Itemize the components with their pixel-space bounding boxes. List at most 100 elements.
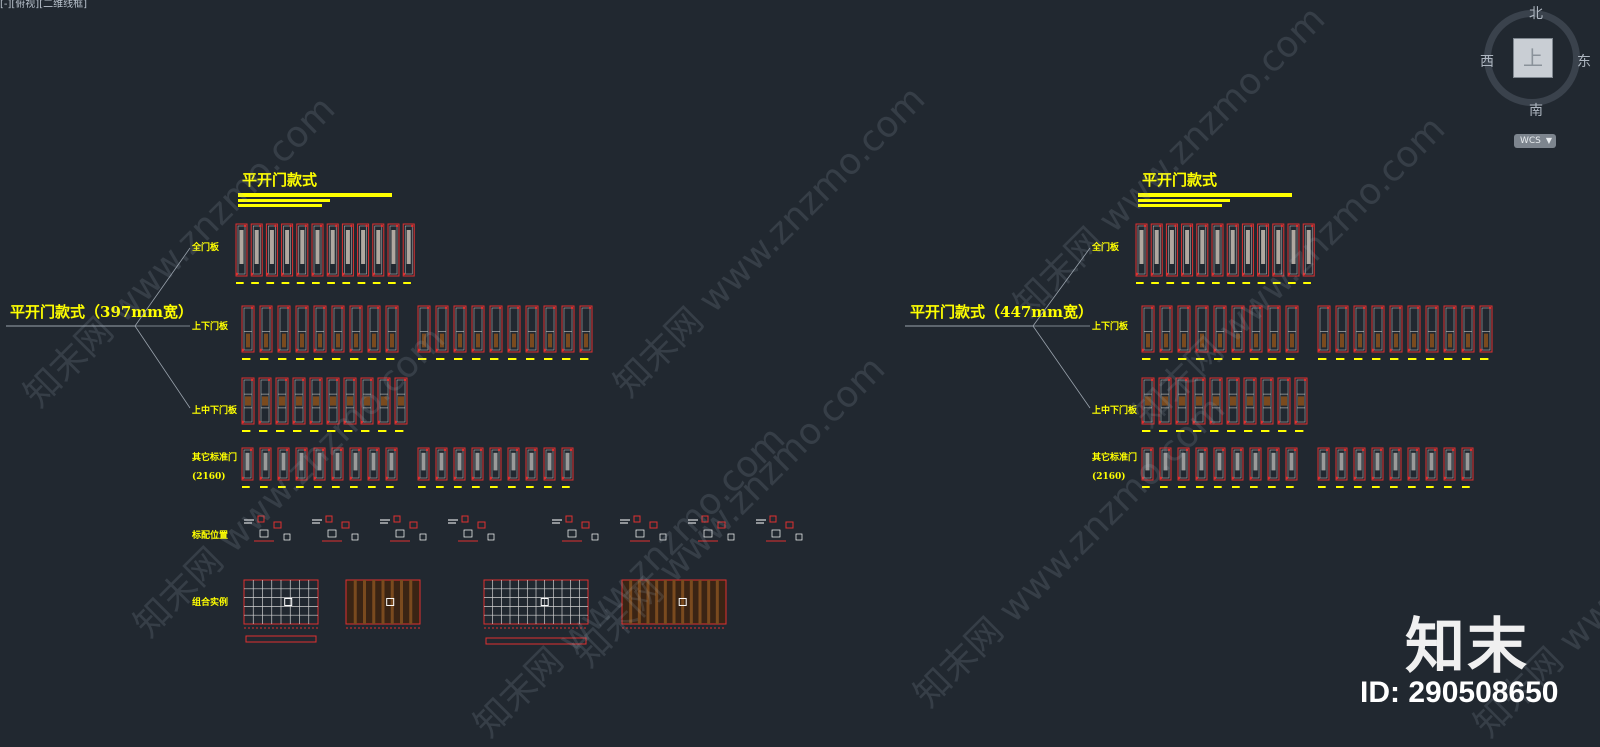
door-elevation xyxy=(385,447,398,488)
door-elevation xyxy=(1371,447,1384,488)
door-elevation xyxy=(1231,447,1244,488)
hardware-position-symbol xyxy=(756,515,803,542)
plan-strip xyxy=(485,637,587,645)
category-label-other-standard: 其它标准门 xyxy=(192,451,237,463)
dimension-tag xyxy=(1178,486,1186,488)
hardware-position-symbol xyxy=(380,515,427,542)
dimension-tag xyxy=(490,358,499,360)
dimension-tag xyxy=(386,486,394,488)
dimension-tag xyxy=(1151,282,1159,284)
dimension-tag xyxy=(436,486,444,488)
dimension-tag xyxy=(1426,486,1434,488)
dimension-tag xyxy=(1196,282,1205,284)
door-elevation xyxy=(259,447,272,488)
door-elevation xyxy=(385,305,399,360)
compass-west[interactable]: 西 xyxy=(1480,54,1494,70)
door-elevation xyxy=(1461,305,1475,360)
wcs-menu-button[interactable]: WCS ▼ xyxy=(1514,134,1556,148)
dimension-tag xyxy=(544,486,552,488)
dimension-tag xyxy=(1196,486,1204,488)
door-elevation xyxy=(241,305,255,360)
dimension-tag xyxy=(1193,430,1202,432)
dimension-tag xyxy=(327,282,335,284)
door-rows xyxy=(1135,223,1493,488)
door-elevation xyxy=(1141,305,1155,360)
door-elevation xyxy=(1267,447,1280,488)
door-elevation xyxy=(1159,447,1172,488)
door-elevation xyxy=(1260,377,1274,432)
door-elevation xyxy=(372,223,385,284)
dimension-tag xyxy=(1181,282,1190,284)
door-elevation xyxy=(525,305,539,360)
group-title: 平开门款式 xyxy=(1142,171,1217,189)
door-elevation xyxy=(1192,377,1206,432)
dimension-tag xyxy=(395,430,404,432)
dimension-tag xyxy=(1318,358,1327,360)
dimension-tag xyxy=(1136,282,1144,284)
dimension-tag xyxy=(1288,282,1296,284)
category-sublabel-height: (2160) xyxy=(1092,471,1126,482)
door-elevation xyxy=(313,447,326,488)
door-elevation xyxy=(394,377,408,432)
door-elevation xyxy=(341,223,354,284)
dimension-tag xyxy=(314,486,322,488)
dimension-tag xyxy=(1372,486,1380,488)
category-label-full-panel: 全门板 xyxy=(1091,241,1120,253)
category-label-upper-lower: 上下门板 xyxy=(192,320,229,332)
door-elevation xyxy=(241,447,254,488)
compass-south[interactable]: 南 xyxy=(1529,103,1543,119)
door-elevation xyxy=(281,223,294,284)
viewcube-top-face[interactable]: 上 xyxy=(1513,38,1553,78)
door-elevation xyxy=(349,447,362,488)
door-elevation xyxy=(525,447,538,488)
dimension-tag xyxy=(357,282,366,284)
dimension-tag xyxy=(1462,358,1471,360)
door-elevation xyxy=(1285,447,1298,488)
door-elevation xyxy=(1257,223,1270,284)
door-elevation xyxy=(1177,447,1190,488)
dimension-tag xyxy=(1390,486,1398,488)
door-elevation xyxy=(1389,305,1403,360)
compass-ring[interactable] xyxy=(1484,10,1580,106)
door-elevation xyxy=(357,223,370,284)
hardware-position-symbol xyxy=(620,515,667,542)
door-elevation xyxy=(1213,447,1226,488)
dimension-tag xyxy=(1232,486,1240,488)
dimension-tag xyxy=(368,358,377,360)
dimension-tag xyxy=(1159,430,1168,432)
door-elevation xyxy=(277,305,291,360)
door-elevation xyxy=(402,223,415,284)
dimension-tag xyxy=(310,430,319,432)
door-elevation xyxy=(417,305,431,360)
door-elevation xyxy=(1231,305,1245,360)
dimension-tag xyxy=(1480,358,1489,360)
dimension-tag xyxy=(562,486,570,488)
door-elevation xyxy=(331,447,344,488)
dimension-tag xyxy=(361,430,370,432)
dimension-tag xyxy=(378,430,387,432)
dimension-tag xyxy=(1462,486,1470,488)
door-elevation xyxy=(367,305,381,360)
door-elevation xyxy=(453,447,466,488)
dimension-tag xyxy=(1257,282,1266,284)
chevron-down-icon: ▼ xyxy=(1545,136,1552,145)
dimension-tag xyxy=(1372,358,1381,360)
category-label-combination-example: 组合实例 xyxy=(192,596,228,608)
door-elevation xyxy=(1287,223,1300,284)
dimension-tag xyxy=(1318,486,1326,488)
viewport-label[interactable]: [-][俯视][二维线框] xyxy=(0,0,88,10)
door-elevation xyxy=(387,223,400,284)
compass-north[interactable]: 北 xyxy=(1529,6,1543,22)
door-style-group-447: 平开门款式（447mm宽） 平开门款式 全门板 上下门板 上中下门板 其它标准门… xyxy=(905,171,1493,488)
door-elevation xyxy=(326,223,339,284)
group-root-label: 平开门款式（397mm宽） xyxy=(10,303,193,321)
dimension-tag xyxy=(1390,358,1399,360)
door-elevation xyxy=(453,305,467,360)
door-elevation xyxy=(489,305,503,360)
door-rows xyxy=(235,223,593,488)
door-elevation xyxy=(1353,447,1366,488)
door-elevation xyxy=(1407,447,1420,488)
dimension-tag xyxy=(562,358,571,360)
compass-east[interactable]: 东 xyxy=(1577,54,1591,70)
